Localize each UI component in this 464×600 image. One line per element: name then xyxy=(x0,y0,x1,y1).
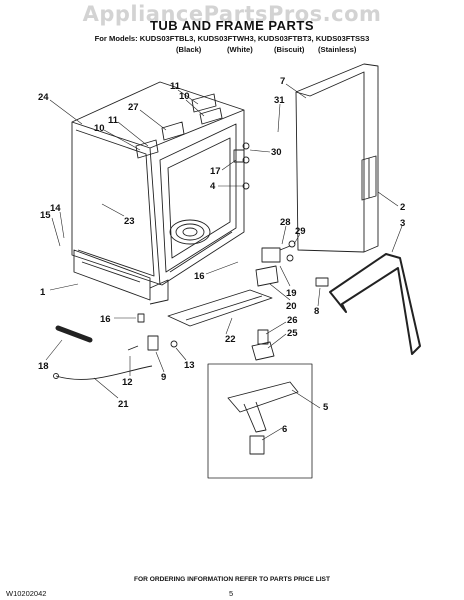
plate-part-22 xyxy=(167,289,273,327)
callout-19: 19 xyxy=(286,288,297,299)
callout-16: 16 xyxy=(100,314,111,325)
page-number: 5 xyxy=(229,589,234,598)
finish-black: (Black) xyxy=(176,45,202,54)
callout-11: 11 xyxy=(170,81,181,92)
finish-stainless: (Stainless) xyxy=(318,45,357,54)
models-line: For Models: KUDS03FTBL3, KUDS03FTWH3, KU… xyxy=(94,34,370,43)
callout-11: 11 xyxy=(108,115,119,126)
page-title: TUB AND FRAME PARTS xyxy=(149,18,315,33)
callout-28: 28 xyxy=(280,217,291,228)
callout-1: 1 xyxy=(40,287,46,298)
base-frame xyxy=(73,249,169,305)
leader-lines xyxy=(45,83,403,441)
callout-9: 9 xyxy=(161,372,166,383)
watermark: AppliancePartsPros.com xyxy=(82,2,382,26)
callout-16: 16 xyxy=(194,271,205,282)
callout-22: 22 xyxy=(225,334,236,345)
callouts: 11 10 24 27 10 11 7 31 30 17 4 14 15 23 … xyxy=(38,76,405,435)
valve-parts xyxy=(255,240,296,287)
tub-shell xyxy=(71,81,245,286)
callout-15: 15 xyxy=(40,210,51,221)
callout-6: 6 xyxy=(282,424,287,435)
document-number: W10202042 xyxy=(6,589,47,598)
finish-biscuit: (Biscuit) xyxy=(274,45,305,54)
callout-23: 23 xyxy=(124,216,135,227)
rod-part-18 xyxy=(55,325,93,343)
callout-29: 29 xyxy=(295,226,306,237)
finish-white: (White) xyxy=(227,45,253,54)
inset-box xyxy=(207,363,313,479)
hose-part-21 xyxy=(53,365,153,380)
callout-4: 4 xyxy=(210,181,216,192)
callout-24: 24 xyxy=(38,92,49,103)
callout-12: 12 xyxy=(122,377,133,388)
tub-gasket xyxy=(329,253,421,355)
callout-8: 8 xyxy=(314,306,319,317)
callout-7: 7 xyxy=(280,76,285,87)
callout-30: 30 xyxy=(271,147,282,158)
callout-13: 13 xyxy=(184,360,195,371)
sump-area xyxy=(169,219,211,245)
door-gasket xyxy=(295,63,379,253)
clip-part-8 xyxy=(315,277,329,287)
callout-31: 31 xyxy=(274,95,285,106)
callout-20: 20 xyxy=(286,301,297,312)
callout-17: 17 xyxy=(210,166,221,177)
callout-2: 2 xyxy=(400,202,405,213)
vent-part xyxy=(361,155,377,201)
ordering-info: FOR ORDERING INFORMATION REFER TO PARTS … xyxy=(134,576,330,583)
callout-5: 5 xyxy=(323,402,329,413)
callout-10: 10 xyxy=(94,123,105,134)
side-fasteners xyxy=(233,142,250,190)
callout-3: 3 xyxy=(400,218,405,229)
bracket-26-25 xyxy=(251,329,275,361)
callout-10: 10 xyxy=(179,91,190,102)
callout-26: 26 xyxy=(287,315,298,326)
callout-27: 27 xyxy=(128,102,139,113)
callout-14: 14 xyxy=(50,203,61,214)
top-brackets xyxy=(135,93,223,159)
callout-25: 25 xyxy=(287,328,298,339)
small-parts-lower xyxy=(127,313,178,351)
callout-18: 18 xyxy=(38,361,49,372)
callout-21: 21 xyxy=(118,399,129,410)
